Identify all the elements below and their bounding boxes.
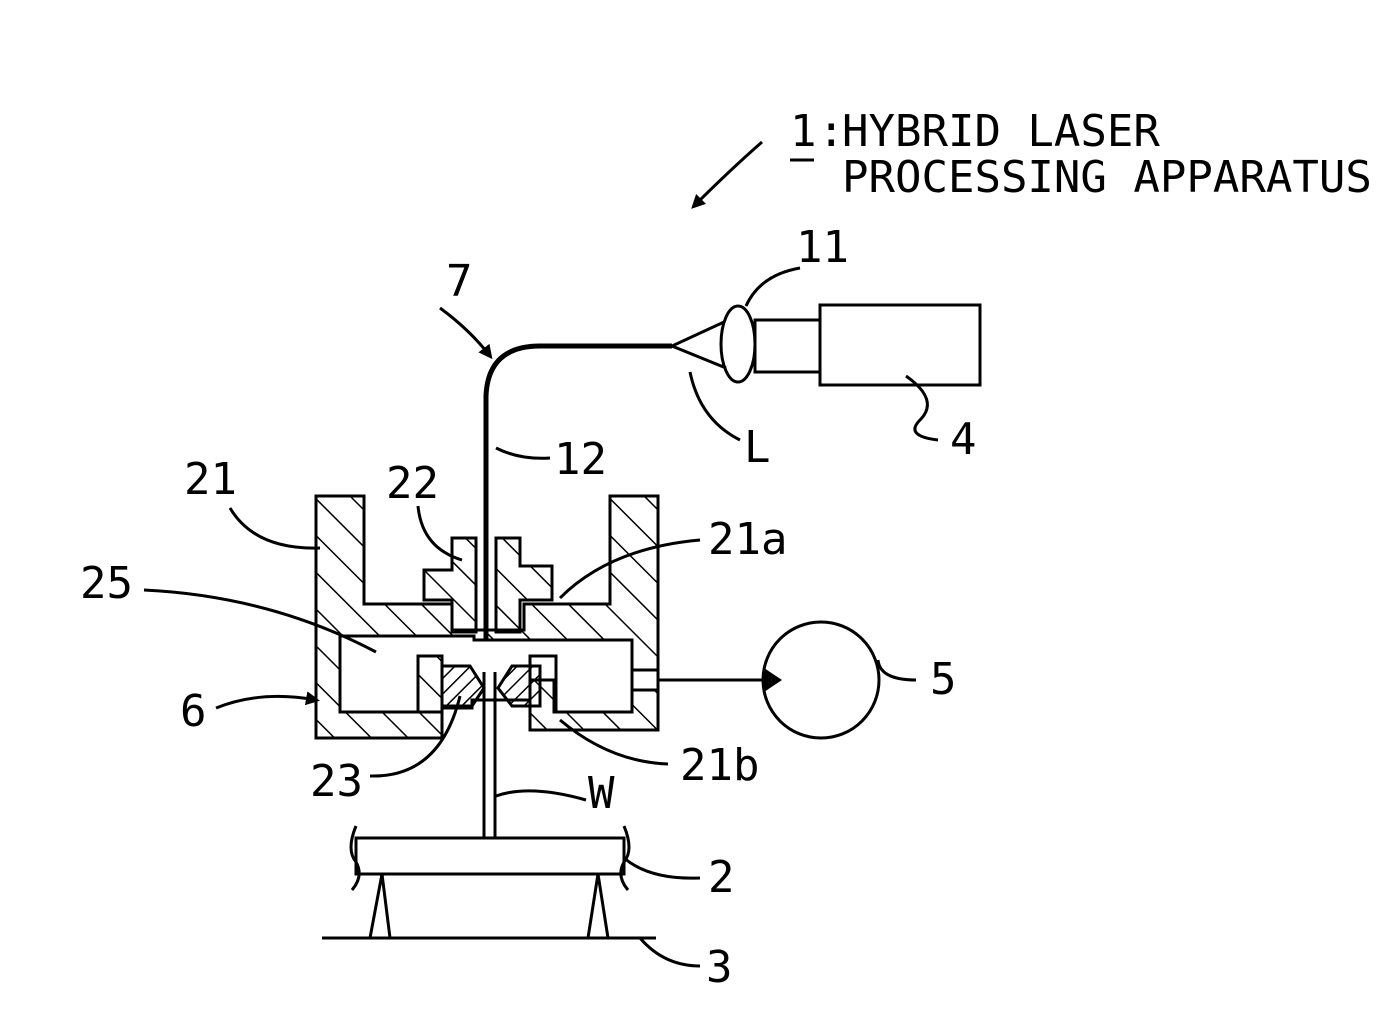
label-12: 12 (554, 434, 607, 485)
title-arrow (694, 142, 762, 206)
table-top (356, 838, 624, 874)
work-table (351, 826, 629, 938)
label-2: 2 (708, 852, 735, 903)
leader-2 (624, 858, 700, 878)
label-3: 3 (706, 942, 733, 993)
title-line-2: PROCESSING APPARATUS (842, 152, 1372, 203)
title-separator: : (818, 106, 845, 157)
laser-oscillator (672, 305, 980, 385)
label-6: 6 (180, 686, 207, 737)
lens-element (721, 306, 755, 382)
label-21b: 21b (680, 740, 759, 791)
leader-11 (746, 268, 800, 306)
leader-6 (216, 696, 316, 708)
title-number: 1 (790, 106, 817, 157)
chamber-cavity (340, 636, 632, 712)
leader-3 (640, 938, 700, 966)
pump (658, 622, 879, 738)
leader-21 (230, 508, 320, 548)
table-leg-left (370, 874, 390, 938)
label-W: W (588, 768, 615, 819)
leader-12 (496, 448, 550, 458)
table-leg-right (588, 874, 608, 938)
label-11: 11 (796, 222, 849, 273)
label-23: 23 (310, 756, 363, 807)
label-7: 7 (446, 256, 473, 307)
leader-W (496, 791, 586, 800)
pump-arrow (764, 668, 782, 692)
label-L: L (744, 422, 771, 473)
label-21a: 21a (708, 514, 787, 565)
label-25: 25 (80, 558, 133, 609)
leader-7 (440, 308, 490, 356)
label-5: 5 (930, 654, 957, 705)
laser-connector (755, 320, 820, 372)
label-22: 22 (386, 458, 439, 509)
leader-L (690, 372, 740, 440)
figure-title: 1 : HYBRID LASER PROCESSING APPARATUS (694, 106, 1372, 206)
laser-oscillator-box (820, 305, 980, 385)
leader-5 (878, 660, 916, 680)
label-4: 4 (950, 414, 977, 465)
title-line-1: HYBRID LASER (842, 106, 1160, 157)
pump-port (632, 670, 658, 690)
laser-beam-cone (672, 322, 726, 368)
label-21: 21 (184, 454, 237, 505)
